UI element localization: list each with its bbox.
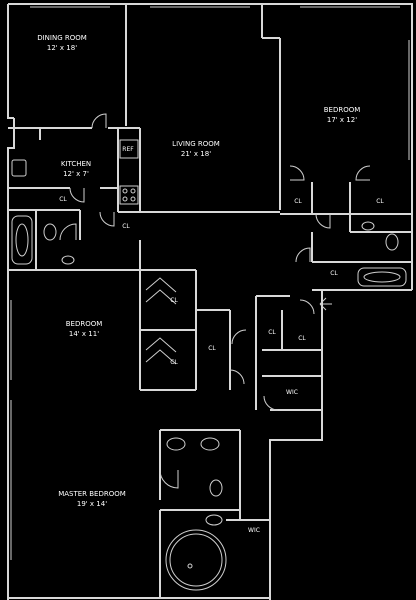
dining-room-dims: 12' x 18'	[47, 44, 77, 52]
windows	[10, 6, 410, 560]
living-room-dims: 21' x 18'	[181, 150, 211, 158]
closet-label-hall-2: CL	[268, 329, 276, 336]
bedroom-ne-dims: 17' x 12'	[327, 116, 357, 124]
room-labels: DINING ROOM 12' x 18' LIVING ROOM 21' x …	[37, 34, 360, 508]
closet-label-hall: CL	[122, 223, 130, 230]
closet-label-hall-3: CL	[298, 335, 306, 342]
kitchen-name: KITCHEN	[61, 160, 91, 168]
master-bedroom-dims: 19' x 14'	[77, 500, 107, 508]
wic-label-1: WIC	[286, 389, 298, 396]
closet-label-w-1: CL	[170, 297, 178, 304]
wic-label-2: WIC	[248, 527, 260, 534]
fixtures	[11, 139, 407, 591]
bedroom-w-dims: 14' x 11'	[69, 330, 99, 338]
closet-label-center: CL	[208, 345, 216, 352]
closet-label-ne-2: CL	[376, 198, 384, 205]
bedroom-ne-name: BEDROOM	[324, 106, 361, 114]
door-swings	[59, 113, 371, 489]
closet-label-kitchen: CL	[59, 196, 67, 203]
kitchen-dims: 12' x 7'	[63, 170, 89, 178]
dining-room-name: DINING ROOM	[37, 34, 87, 42]
ref-label: REF	[122, 146, 134, 153]
closet-label-ne-1: CL	[294, 198, 302, 205]
exterior-walls	[7, 3, 413, 600]
closet-label-w-2: CL	[170, 359, 178, 366]
closet-labels: REF CL CL CL CL CL CL CL CL CL CL WIC WI…	[59, 146, 384, 534]
master-bedroom-name: MASTER BEDROOM	[58, 490, 126, 498]
bedroom-w-name: BEDROOM	[66, 320, 103, 328]
living-room-name: LIVING ROOM	[172, 140, 220, 148]
closet-label-east: CL	[330, 270, 338, 277]
interior-walls	[8, 4, 412, 598]
